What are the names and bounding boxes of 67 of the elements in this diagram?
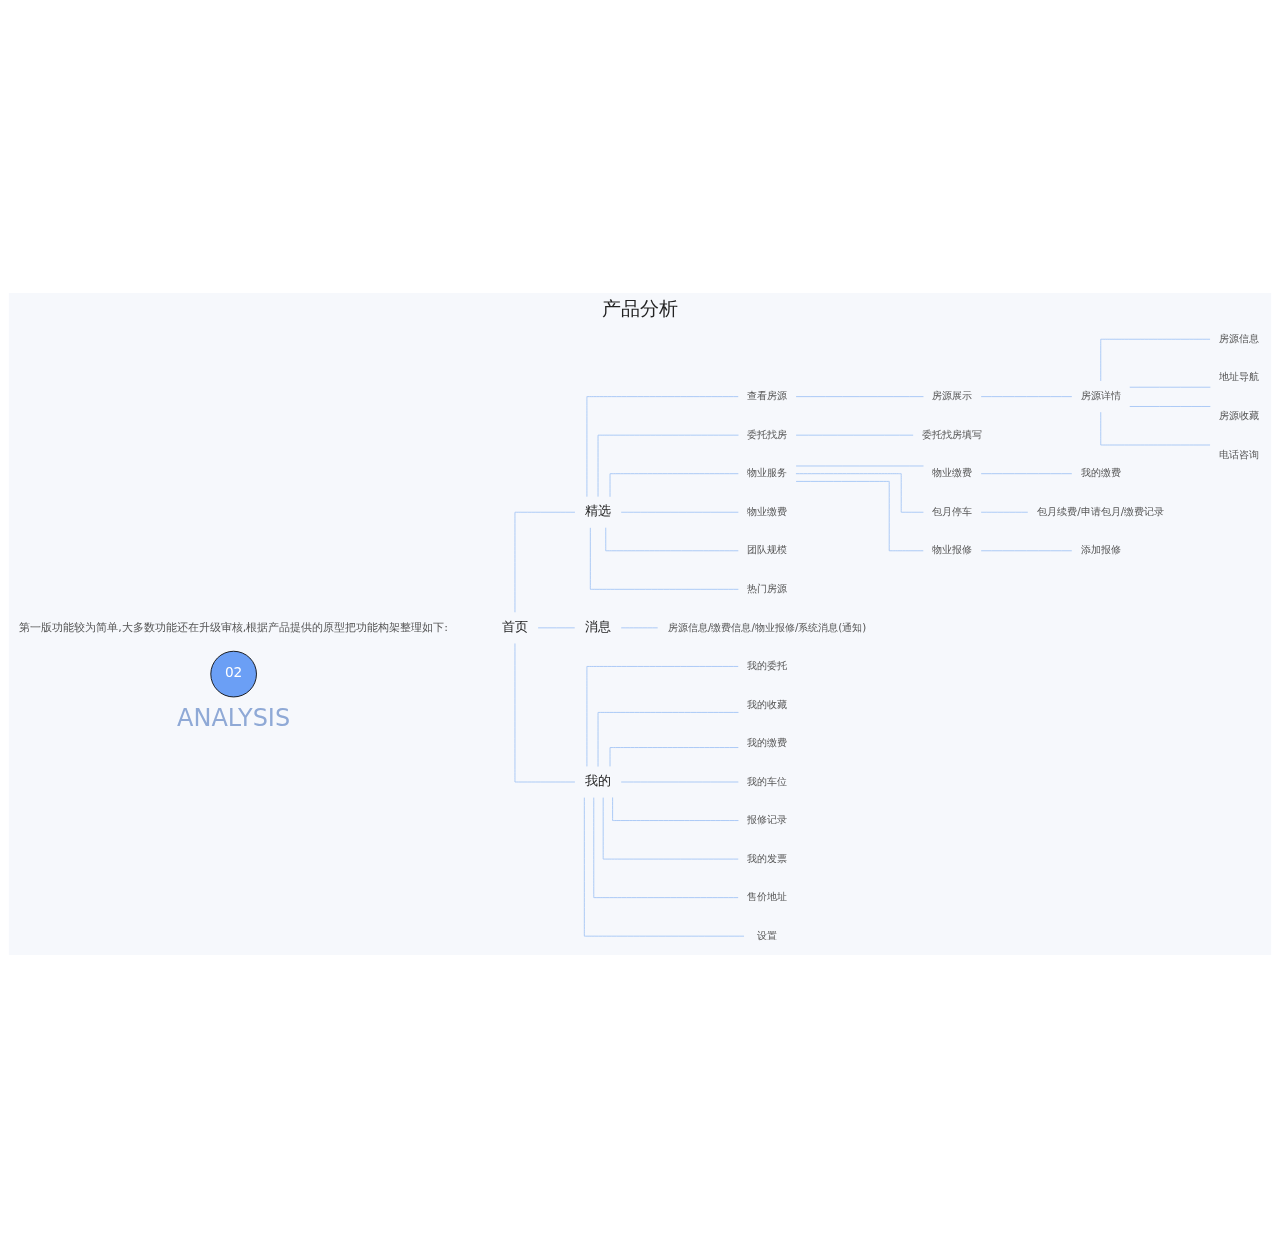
connector xyxy=(620,781,739,782)
node-text: 电话咨询 xyxy=(1219,447,1260,460)
connector xyxy=(609,746,739,767)
node-text: 设置 xyxy=(757,928,778,941)
connector xyxy=(1129,386,1211,388)
connector xyxy=(586,395,739,497)
connector xyxy=(980,511,1029,513)
connector xyxy=(795,480,924,551)
label: ANALYSIS xyxy=(177,703,291,732)
node-text: 我的缴费 xyxy=(1080,465,1121,478)
node-text: 精选 xyxy=(585,502,612,518)
connector xyxy=(609,472,739,497)
node-text: 地址导航 xyxy=(1219,369,1260,382)
node-text: 查看房源 xyxy=(747,388,788,401)
node-text: 我的委托 xyxy=(747,658,788,671)
node-text: 报修记录 xyxy=(747,812,788,825)
connector xyxy=(980,395,1073,397)
node-text: 消息 xyxy=(585,618,612,634)
node-text: 我的车位 xyxy=(747,774,788,787)
connector xyxy=(1100,338,1211,381)
node-text: 售价地址 xyxy=(747,889,788,902)
node-text: 物业缴费 xyxy=(932,465,973,478)
label: 第一版功能较为简单,大多数功能还在升级审核,根据产品提供的原型把功能构架整理如下: xyxy=(19,620,449,634)
node-text: 我的收藏 xyxy=(747,697,788,710)
connector xyxy=(514,642,576,782)
connector xyxy=(795,465,924,466)
node-text: 包月停车 xyxy=(932,504,973,517)
connector xyxy=(537,626,576,628)
connector xyxy=(612,796,739,821)
label: 02 xyxy=(224,663,243,680)
node-text: 房源信息/缴费信息/物业报修/系统消息(通知) xyxy=(667,620,867,633)
connector xyxy=(795,472,924,513)
connector xyxy=(620,626,659,628)
node-text: 物业服务 xyxy=(747,465,788,478)
connector xyxy=(593,796,739,898)
node-text: 委托找房填写 xyxy=(922,427,983,440)
connector xyxy=(602,796,739,859)
connector xyxy=(597,434,739,497)
node-text: 房源信息 xyxy=(1219,331,1260,344)
node-text: 房源详情 xyxy=(1080,388,1121,401)
node-text: 首页 xyxy=(501,618,528,634)
node-text: 添加报修 xyxy=(1080,542,1121,555)
node-text: 热门房源 xyxy=(747,581,788,594)
connector xyxy=(605,526,739,551)
node-text: 物业报修 xyxy=(932,542,973,555)
node-text: 物业缴费 xyxy=(747,504,788,517)
node-text: 我的缴费 xyxy=(747,735,788,748)
connector xyxy=(980,549,1073,551)
connector xyxy=(1100,411,1211,445)
connector xyxy=(980,472,1073,474)
connector xyxy=(795,434,914,436)
node-text: 房源收藏 xyxy=(1219,408,1260,421)
connector xyxy=(586,665,739,767)
connector xyxy=(589,526,739,590)
connector xyxy=(795,395,924,397)
connector xyxy=(597,711,739,767)
node-text: 房源展示 xyxy=(932,388,973,401)
connector xyxy=(583,796,745,937)
connector xyxy=(620,511,739,513)
node-text: 包月续费/申请包月/缴费记录 xyxy=(1037,504,1165,517)
connector xyxy=(1129,405,1211,407)
node-text: 我的发票 xyxy=(747,851,788,864)
node-text: 团队规模 xyxy=(747,542,788,555)
node-text: 委托找房 xyxy=(747,427,788,440)
diagram-title: 产品分析 xyxy=(602,297,678,319)
node-text: 我的 xyxy=(585,772,612,788)
connector xyxy=(514,511,576,613)
